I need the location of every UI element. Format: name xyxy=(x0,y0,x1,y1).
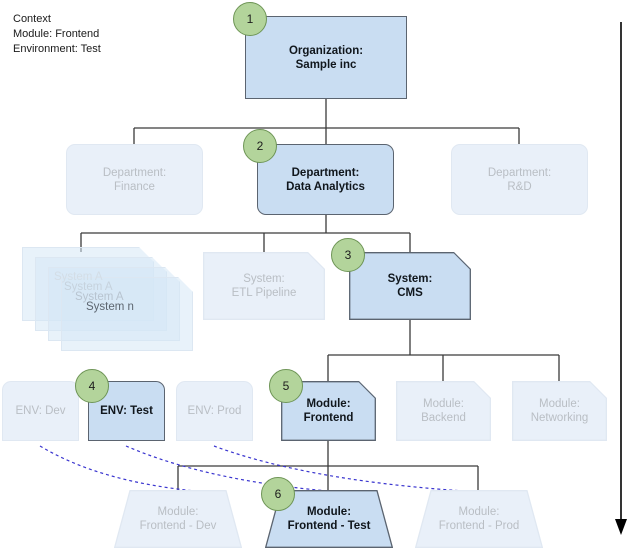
node-module-frontend-label: Module: Frontend xyxy=(303,398,354,424)
step-badge-2: 2 xyxy=(243,129,277,163)
system-stack-sheet-4 xyxy=(61,277,193,351)
node-department-finance-label: Department: Finance xyxy=(102,166,167,193)
node-env-test-label: ENV: Test xyxy=(100,405,153,417)
node-deployment-frontend-prod-outline xyxy=(415,490,543,548)
node-organization-label: Organization: Sample inc xyxy=(288,44,364,71)
node-deployment-frontend-prod-label: Module: Frontend - Prod xyxy=(438,506,520,532)
node-deployment-frontend-dev-outline xyxy=(114,490,242,548)
node-env-prod[interactable]: ENV: Prod xyxy=(176,381,253,441)
node-department-rnd[interactable]: Department: R&D xyxy=(451,144,588,215)
node-module-networking-label: Module: Networking xyxy=(530,398,589,424)
environment-mapping-links xyxy=(39,445,507,494)
node-organization[interactable]: Organization: Sample inc xyxy=(245,16,407,99)
node-deployment-frontend-test-label: Module: Frontend - Test xyxy=(287,506,371,532)
node-module-backend[interactable]: Module: Backend xyxy=(396,381,491,441)
step-badge-4: 4 xyxy=(75,369,109,403)
system-stack-label-3: System A xyxy=(75,291,124,303)
node-department-rnd-label: Department: R&D xyxy=(487,166,552,193)
node-system-etl-pipeline-label: System: ETL Pipeline xyxy=(231,273,297,299)
node-module-networking[interactable]: Module: Networking xyxy=(512,381,607,441)
node-system-cms[interactable]: System: CMS xyxy=(349,252,471,320)
context-note: Context Module: Frontend Environment: Te… xyxy=(13,13,101,55)
node-department-data-analytics-label: Department: Data Analytics xyxy=(286,166,365,193)
node-system-stack[interactable]: System A System A System A System n xyxy=(22,247,192,351)
node-system-etl-pipeline[interactable]: System: ETL Pipeline xyxy=(203,252,325,320)
node-department-finance[interactable]: Department: Finance xyxy=(66,144,203,215)
node-deployment-frontend-dev[interactable]: Module: Frontend - Dev xyxy=(114,490,242,548)
node-department-data-analytics[interactable]: Department: Data Analytics xyxy=(257,144,394,215)
system-stack-label-2: System A xyxy=(64,281,113,293)
node-deployment-frontend-test-outline xyxy=(265,490,393,548)
flow-arrow xyxy=(615,22,627,535)
system-stack-label-1: System A xyxy=(54,271,103,283)
step-badge-5: 5 xyxy=(269,369,303,403)
node-env-prod-label: ENV: Prod xyxy=(187,405,242,417)
node-module-frontend[interactable]: Module: Frontend xyxy=(281,381,376,441)
node-module-backend-label: Module: Backend xyxy=(421,398,466,424)
node-deployment-frontend-test[interactable]: Module: Frontend - Test xyxy=(265,490,393,548)
node-deployment-frontend-prod[interactable]: Module: Frontend - Prod xyxy=(415,490,543,548)
tree-connectors xyxy=(80,99,560,490)
node-deployment-frontend-dev-label: Module: Frontend - Dev xyxy=(139,506,217,532)
step-badge-6: 6 xyxy=(261,477,295,511)
step-badge-1: 1 xyxy=(233,2,267,36)
node-system-cms-label: System: CMS xyxy=(387,273,433,299)
node-env-dev[interactable]: ENV: Dev xyxy=(2,381,79,441)
node-env-dev-label: ENV: Dev xyxy=(15,405,66,417)
step-badge-3: 3 xyxy=(331,238,365,272)
system-stack-label-n: System n xyxy=(86,301,134,313)
